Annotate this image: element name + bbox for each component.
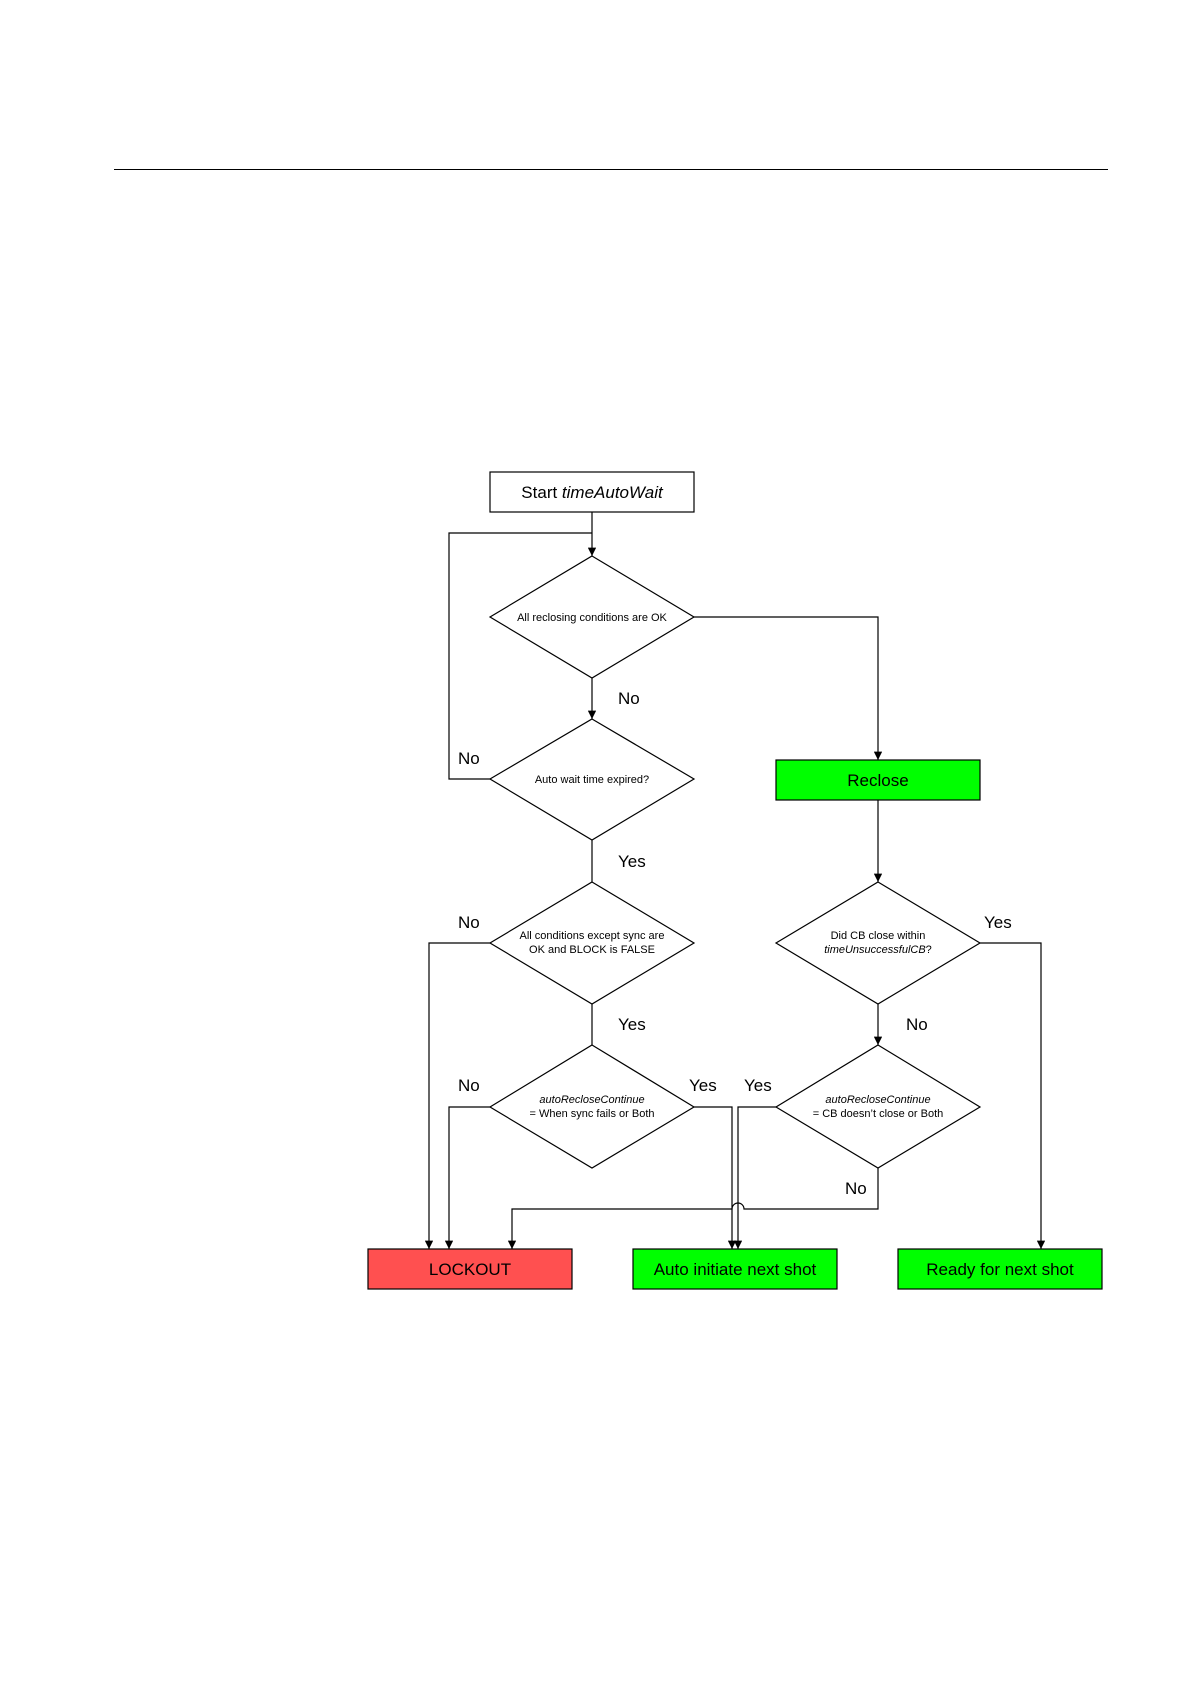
decision-except-sync: All conditions except sync are OK and BL…: [488, 881, 696, 1005]
decision-all-conditions-ok: All reclosing conditions are OK: [488, 555, 696, 679]
decision-wait-expired: Auto wait time expired?: [488, 718, 696, 841]
label-yes-sync: Yes: [689, 1076, 717, 1095]
edge-cbcontinue-yes-to-auto: [733, 1106, 776, 1249]
decision-except-sync-line2: OK and BLOCK is FALSE: [529, 944, 655, 956]
edge-sync-no-to-lockout: [444, 1106, 490, 1249]
decision-except-sync-line1: All conditions except sync are: [520, 930, 665, 942]
start-prefix: Start: [521, 483, 562, 502]
label-yes-except: Yes: [618, 1015, 646, 1034]
edge-labels: No No Yes No Yes No Yes Yes No Yes No: [458, 689, 1012, 1198]
label-yes-cbcontinue: Yes: [744, 1076, 772, 1095]
ready-box: Ready for next shot: [897, 1248, 1103, 1290]
label-no-sync: No: [458, 1076, 480, 1095]
label-no-loop: No: [458, 749, 480, 768]
edge-cbclose-yes-to-ready: [980, 942, 1046, 1249]
start-italic: timeAutoWait: [562, 483, 664, 502]
edge-cbcontinue-no-to-lockout: [507, 1168, 879, 1249]
decision-continue-sync-line2: = When sync fails or Both: [529, 1108, 654, 1120]
label-yes-wait: Yes: [618, 852, 646, 871]
decision-continue-cb-line1: autoRecloseContinue: [825, 1094, 930, 1106]
decision-cb-close-line2: timeUnsuccessfulCB: [824, 944, 925, 956]
decision-cb-close-line1: Did CB close within: [831, 930, 926, 942]
lockout-text: LOCKOUT: [429, 1260, 511, 1279]
label-no-cbcontinue: No: [845, 1179, 867, 1198]
lockout-box: LOCKOUT: [367, 1248, 573, 1290]
edge-sync-yes-to-auto: [694, 1106, 737, 1249]
auto-initiate-box: Auto initiate next shot: [632, 1248, 838, 1290]
ready-text: Ready for next shot: [926, 1260, 1074, 1279]
edge-loop-no: [448, 532, 592, 780]
connectors: [424, 512, 1046, 1249]
decision-continue-sync: autoRecloseContinue = When sync fails or…: [488, 1044, 696, 1169]
decision-all-conditions-ok-text: All reclosing conditions are OK: [517, 612, 667, 624]
svg-text:timeUnsuccessfulCB?: timeUnsuccessfulCB?: [824, 944, 932, 956]
decision-wait-expired-text: Auto wait time expired?: [535, 774, 649, 786]
page-header-rule: [114, 169, 1108, 170]
label-no-except: No: [458, 913, 480, 932]
reclose-text: Reclose: [847, 771, 908, 790]
label-yes-cbclose: Yes: [984, 913, 1012, 932]
start-box: Start timeAutoWait: [489, 471, 695, 513]
decision-continue-cb: autoRecloseContinue = CB doesn’t close o…: [774, 1044, 982, 1169]
edge-except-no-to-lockout: [424, 942, 490, 1249]
edge-allok-yes-to-reclose: [694, 616, 883, 760]
label-no-cbclose: No: [906, 1015, 928, 1034]
decision-cb-close-suffix: ?: [926, 944, 932, 956]
decision-continue-cb-line2: = CB doesn’t close or Both: [813, 1108, 944, 1120]
decision-cb-close: Did CB close within timeUnsuccessfulCB?: [774, 881, 982, 1005]
decision-continue-sync-line1: autoRecloseContinue: [539, 1094, 644, 1106]
reclose-box: Reclose: [775, 759, 981, 801]
auto-initiate-text: Auto initiate next shot: [654, 1260, 817, 1279]
svg-text:Start timeAutoWait: Start timeAutoWait: [521, 483, 664, 502]
label-no-allok: No: [618, 689, 640, 708]
